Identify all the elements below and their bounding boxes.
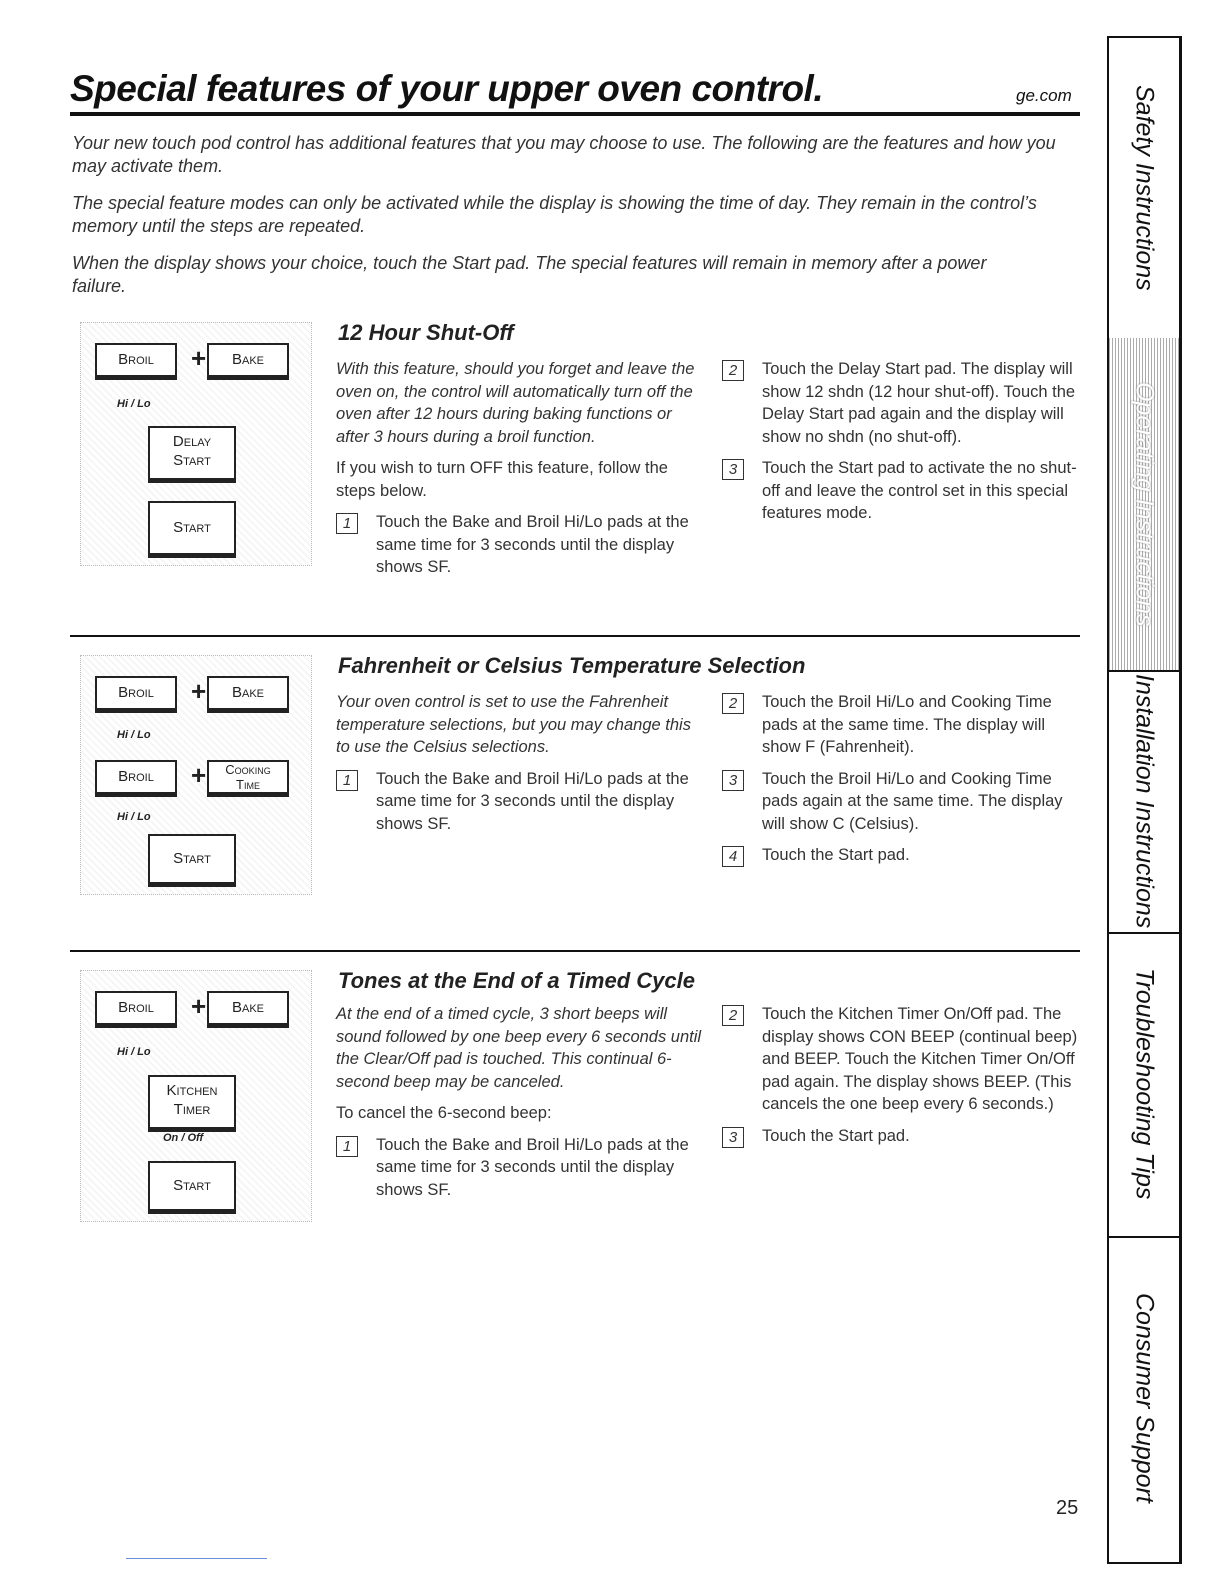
step-1: 1 Touch the Bake and Broil Hi/Lo pads at … xyxy=(336,511,702,579)
section-divider xyxy=(70,950,1080,952)
step-1: 1 Touch the Bake and Broil Hi/Lo pads at … xyxy=(336,768,702,836)
section-title-temperature: Fahrenheit or Celsius Temperature Select… xyxy=(338,653,806,678)
step-text: Touch the Bake and Broil Hi/Lo pads at t… xyxy=(376,1135,689,1199)
kitchen-label: Kitchen xyxy=(166,1082,218,1099)
section-right-column: 2 Touch the Delay Start pad. The display … xyxy=(722,358,1078,534)
start-pad: Start xyxy=(148,501,236,558)
section-left-column: With this feature, should you forget and… xyxy=(336,358,702,588)
tab-label: Safety Instructions xyxy=(1130,85,1159,291)
step-text: Touch the Bake and Broil Hi/Lo pads at t… xyxy=(376,769,689,833)
intro-paragraph-1: Your new touch pod control has additiona… xyxy=(72,133,1056,176)
section-description: At the end of a timed cycle, 3 short bee… xyxy=(336,1005,702,1091)
title-rule xyxy=(70,112,1080,116)
section-description: Your oven control is set to use the Fahr… xyxy=(336,693,691,756)
step-text: Touch the Kitchen Timer On/Off pad. The … xyxy=(762,1005,1078,1113)
tab-installation-instructions[interactable]: Installation Instructions xyxy=(1109,670,1179,934)
section-note: If you wish to turn OFF this feature, fo… xyxy=(336,459,668,500)
section-description: With this feature, should you forget and… xyxy=(336,360,695,446)
cooking-label: Cooking xyxy=(225,762,271,777)
start-label: Start xyxy=(173,452,211,469)
step-text: Touch the Start pad to activate the no s… xyxy=(762,459,1077,522)
delay-label: Delay xyxy=(172,433,212,450)
onoff-label: On / Off xyxy=(163,1132,204,1144)
time-label: Time xyxy=(236,777,260,792)
broil-pad: Broil xyxy=(95,676,177,713)
step-1: 1 Touch the Bake and Broil Hi/Lo pads at … xyxy=(336,1134,702,1202)
section-note: To cancel the 6-second beep: xyxy=(336,1104,552,1122)
hilo-label: Hi / Lo xyxy=(117,811,151,823)
tab-operating-instructions[interactable]: Operating Instructions xyxy=(1109,338,1179,672)
bake-pad: Bake xyxy=(207,676,289,713)
step-number: 3 xyxy=(722,769,744,791)
broil-pad: Broil xyxy=(95,991,177,1028)
plus-sign: + xyxy=(191,343,207,373)
step-text: Touch the Start pad. xyxy=(762,846,910,864)
step-2: 2 Touch the Broil Hi/Lo and Cooking Time … xyxy=(722,691,1078,759)
step-number: 3 xyxy=(722,1126,744,1148)
tab-label: Operating Instructions xyxy=(1130,381,1159,627)
timer-label: Timer xyxy=(173,1101,211,1118)
step-text: Touch the Bake and Broil Hi/Lo pads at t… xyxy=(376,513,689,576)
step-4: 4 Touch the Start pad. xyxy=(722,844,1078,867)
control-panel-illustration-2: Broil + Bake Hi / Lo Broil + Cooking Tim… xyxy=(80,655,312,895)
hilo-label: Hi / Lo xyxy=(117,729,151,741)
step-text: Touch the Broil Hi/Lo and Cooking Time p… xyxy=(762,769,1063,833)
control-panel-illustration-1: Broil + Bake Hi / Lo Delay Start Start xyxy=(80,322,312,566)
step-number: 2 xyxy=(722,360,744,381)
section-left-column: Your oven control is set to use the Fahr… xyxy=(336,691,702,844)
plus-sign: + xyxy=(191,760,207,790)
kitchen-timer-pad: Kitchen Timer xyxy=(148,1075,236,1132)
broil-pad: Broil xyxy=(95,343,177,380)
step-text: Touch the Start pad. xyxy=(762,1126,910,1145)
step-number: 1 xyxy=(336,513,358,534)
side-tabs: Safety Instructions Operating Instructio… xyxy=(1107,36,1182,1564)
step-number: 3 xyxy=(722,459,744,480)
step-number: 1 xyxy=(336,769,358,791)
broil-pad: Broil xyxy=(95,760,177,797)
step-3: 3 Touch the Start pad. xyxy=(722,1125,1078,1148)
step-text: Touch the Broil Hi/Lo and Cooking Time p… xyxy=(762,693,1052,756)
section-title-shutoff: 12 Hour Shut-Off xyxy=(338,320,514,345)
plus-sign: + xyxy=(191,676,207,706)
delay-start-pad: Delay Start xyxy=(148,426,236,483)
step-number: 2 xyxy=(722,693,744,714)
tab-troubleshooting-tips[interactable]: Troubleshooting Tips xyxy=(1109,932,1179,1238)
step-3: 3 Touch the Start pad to activate the no … xyxy=(722,457,1078,525)
page-title: Special features of your upper oven cont… xyxy=(70,68,824,109)
section-left-column: At the end of a timed cycle, 3 short bee… xyxy=(336,1003,702,1210)
tab-label: Troubleshooting Tips xyxy=(1130,968,1159,1200)
step-2: 2 Touch the Delay Start pad. The display … xyxy=(722,358,1078,448)
bake-pad: Bake xyxy=(207,991,289,1028)
tab-label: Consumer Support xyxy=(1130,1293,1159,1503)
footer-line xyxy=(126,1558,267,1559)
step-2: 2 Touch the Kitchen Timer On/Off pad. The… xyxy=(722,1003,1078,1116)
hilo-label: Hi / Lo xyxy=(117,398,151,410)
tab-label: Installation Instructions xyxy=(1130,673,1159,929)
step-text: Touch the Delay Start pad. The display w… xyxy=(762,360,1076,446)
section-divider xyxy=(70,635,1080,637)
hilo-label: Hi / Lo xyxy=(117,1046,151,1058)
control-panel-illustration-3: Broil + Bake Hi / Lo Kitchen Timer On / … xyxy=(80,970,312,1222)
step-number: 1 xyxy=(336,1135,358,1157)
start-pad: Start xyxy=(148,834,236,887)
tab-safety-instructions[interactable]: Safety Instructions xyxy=(1109,38,1179,340)
section-title-tones: Tones at the End of a Timed Cycle xyxy=(338,968,695,993)
step-number: 4 xyxy=(722,846,744,867)
site-url: ge.com xyxy=(1016,86,1072,105)
bake-pad: Bake xyxy=(207,343,289,380)
plus-sign: + xyxy=(191,991,207,1021)
section-right-column: 2 Touch the Kitchen Timer On/Off pad. The… xyxy=(722,1003,1078,1156)
start-pad: Start xyxy=(148,1161,236,1214)
step-3: 3 Touch the Broil Hi/Lo and Cooking Time … xyxy=(722,768,1078,836)
tab-consumer-support[interactable]: Consumer Support xyxy=(1109,1236,1179,1560)
step-number: 2 xyxy=(722,1005,744,1026)
cooking-time-pad: Cooking Time xyxy=(207,760,289,797)
intro-paragraph-2: The special feature modes can only be ac… xyxy=(72,193,1037,236)
page-number: 25 xyxy=(1056,1497,1079,1519)
intro-paragraph-3: When the display shows your choice, touc… xyxy=(72,253,987,296)
